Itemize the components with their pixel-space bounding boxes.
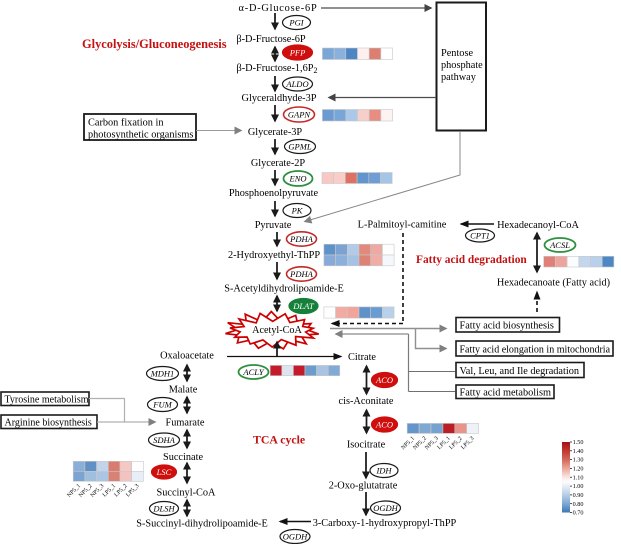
svg-text:0.80: 0.80	[573, 501, 584, 508]
svg-text:ACSL: ACSL	[549, 240, 570, 250]
svg-text:Glycerate-2P: Glycerate-2P	[251, 158, 306, 169]
svg-text:Acetyl-CoA: Acetyl-CoA	[252, 325, 302, 336]
svg-text:Hexadecanoyl-CoA: Hexadecanoyl-CoA	[497, 220, 579, 231]
svg-text:DLAT: DLAT	[292, 301, 315, 311]
svg-text:IDH: IDH	[375, 465, 392, 475]
svg-text:pathway: pathway	[441, 72, 477, 83]
svg-text:Malate: Malate	[169, 385, 198, 396]
svg-text:Pyruvate: Pyruvate	[255, 220, 292, 231]
svg-text:Pentose: Pentose	[441, 48, 473, 59]
svg-text:Fatty acid metabolism: Fatty acid metabolism	[460, 388, 552, 399]
svg-text:GAPN: GAPN	[288, 109, 312, 119]
svg-text:3-Carboxy-1-hydroxypropyl-ThPP: 3-Carboxy-1-hydroxypropyl-ThPP	[313, 518, 457, 529]
svg-text:GPML: GPML	[288, 141, 311, 151]
svg-text:2-Hydroxyethyl-ThPP: 2-Hydroxyethyl-ThPP	[228, 250, 320, 261]
svg-text:Fumarate: Fumarate	[166, 418, 205, 429]
svg-text:Oxaloacetate: Oxaloacetate	[160, 351, 214, 362]
svg-text:β-D-Fructose-1,6P2: β-D-Fructose-1,6P2	[236, 63, 317, 75]
svg-text:Arginine biosynthesis: Arginine biosynthesis	[5, 418, 92, 429]
svg-text:ACO: ACO	[375, 375, 393, 385]
svg-text:PDHA: PDHA	[289, 234, 313, 244]
svg-text:Isocitrate: Isocitrate	[347, 440, 386, 451]
svg-text:PGI: PGI	[288, 17, 304, 27]
svg-text:SDHA: SDHA	[153, 435, 176, 445]
svg-text:Phosphoenolpyruvate: Phosphoenolpyruvate	[229, 188, 319, 199]
svg-text:LSC: LSC	[156, 467, 172, 477]
svg-text:CPT1: CPT1	[470, 230, 490, 240]
svg-text:Fatty acid biosynthesis: Fatty acid biosynthesis	[460, 321, 554, 332]
svg-text:Val, Leu, and Ile degradation: Val, Leu, and Ile degradation	[460, 366, 580, 377]
svg-text:cis-Aconitate: cis-Aconitate	[339, 396, 394, 407]
svg-text:Glyceraldhyde-3P: Glyceraldhyde-3P	[242, 93, 317, 104]
svg-text:1.20: 1.20	[573, 466, 584, 473]
svg-text:Tyrosine metabolism: Tyrosine metabolism	[5, 395, 89, 406]
svg-text:1.30: 1.30	[573, 457, 584, 464]
svg-text:ENO: ENO	[289, 173, 307, 183]
svg-text:MDH1: MDH1	[150, 368, 175, 378]
svg-text:1.40: 1.40	[573, 448, 584, 455]
svg-text:phosphate: phosphate	[441, 60, 483, 71]
svg-text:Succinyl-CoA: Succinyl-CoA	[157, 488, 216, 499]
svg-text:2-Oxo-glutatrate: 2-Oxo-glutatrate	[329, 481, 398, 492]
svg-text:1.10: 1.10	[573, 474, 584, 481]
svg-text:PFP: PFP	[289, 47, 306, 57]
svg-text:DLSH: DLSH	[152, 503, 175, 513]
svg-text:1.50: 1.50	[573, 439, 584, 446]
svg-text:OGDH: OGDH	[373, 503, 398, 513]
svg-text:S-Acetyldihydrolipoamide-E: S-Acetyldihydrolipoamide-E	[224, 284, 344, 295]
svg-text:Fatty acid elongation in mitoc: Fatty acid elongation in mitochondria	[460, 345, 611, 356]
svg-text:photosynthetic organisms: photosynthetic organisms	[88, 130, 193, 141]
svg-text:Fatty acid degradation: Fatty acid degradation	[416, 254, 527, 266]
svg-text:Citrate: Citrate	[348, 352, 376, 363]
svg-text:Succinate: Succinate	[163, 452, 203, 463]
svg-text:α-D-Glucose-6P: α-D-Glucose-6P	[239, 3, 318, 14]
svg-text:ALDO: ALDO	[285, 79, 308, 89]
svg-text:Glycolysis/Gluconeogenesis: Glycolysis/Gluconeogenesis	[82, 37, 227, 51]
svg-text:Carbon fixation in: Carbon fixation in	[88, 118, 164, 129]
svg-text:β-D-Fructose-6P: β-D-Fructose-6P	[236, 34, 306, 45]
svg-text:TCA cycle: TCA cycle	[253, 433, 305, 447]
svg-text:Glycerate-3P: Glycerate-3P	[248, 127, 303, 138]
svg-text:ACLY: ACLY	[242, 367, 264, 377]
svg-text:ACO: ACO	[375, 419, 393, 429]
svg-text:S-Succinyl-dihydrolipoamide-E: S-Succinyl-dihydrolipoamide-E	[136, 519, 268, 530]
svg-text:OGDH: OGDH	[283, 531, 308, 541]
svg-text:0.90: 0.90	[573, 492, 584, 499]
svg-text:1.00: 1.00	[573, 483, 584, 490]
svg-text:PK: PK	[291, 205, 304, 215]
svg-text:L-Palmitoyl-camitine: L-Palmitoyl-camitine	[358, 220, 447, 231]
svg-text:PDHA: PDHA	[289, 269, 313, 279]
svg-text:0.70: 0.70	[573, 510, 584, 517]
svg-text:FUM: FUM	[152, 399, 172, 409]
svg-text:Hexadecanoate (Fatty acid): Hexadecanoate (Fatty acid)	[497, 278, 610, 289]
